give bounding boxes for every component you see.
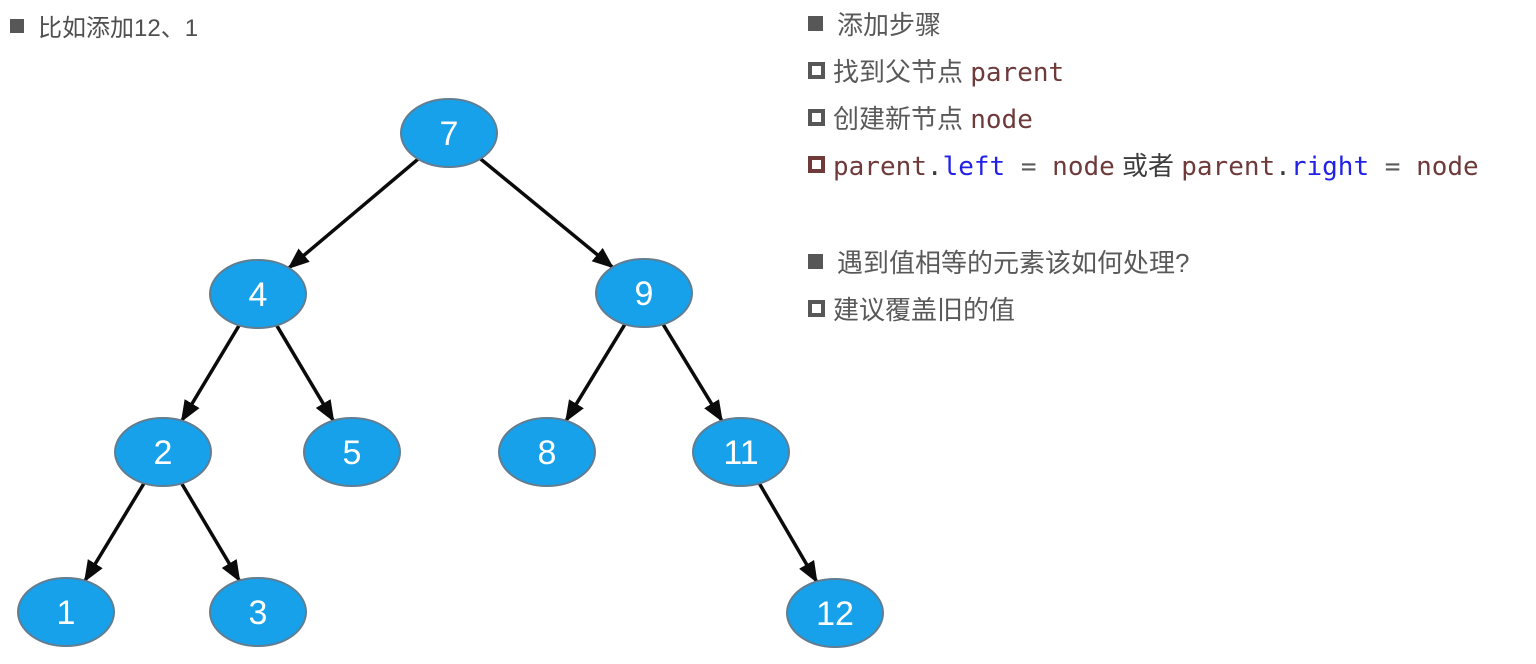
tree-node-ellipse	[692, 417, 790, 487]
text-segment: 添加步骤	[837, 10, 942, 40]
tree-node-label: 2	[154, 434, 173, 472]
tree-node-ellipse	[17, 577, 115, 647]
text-segment: =	[1369, 152, 1417, 182]
list-item-text: 建议覆盖旧的值	[833, 290, 1015, 327]
tree-node-label: 1	[57, 594, 76, 632]
list-item-text: 遇到值相等的元素该如何处理?	[837, 243, 1189, 280]
tree-node-label: 11	[723, 434, 758, 472]
tree-node-ellipse	[400, 98, 498, 168]
text-segment: =	[1005, 152, 1053, 182]
tree-node-ellipse	[786, 578, 884, 648]
tree-node-3: 3	[209, 577, 307, 647]
tree-node-12: 12	[786, 578, 884, 648]
square-bullet-icon	[10, 18, 24, 33]
tree-node-4: 4	[209, 259, 307, 329]
tree-node-label: 8	[538, 434, 557, 472]
left-title-text: 比如添加12、1	[38, 15, 199, 42]
tree-node-7: 7	[400, 98, 498, 168]
list-item-text: parent.left = node 或者 parent.right = nod…	[833, 146, 1479, 183]
tree-edge-4-5	[275, 324, 335, 423]
square-bullet-icon	[808, 254, 823, 269]
text-segment: right	[1290, 152, 1370, 182]
tree-edge-2-3	[180, 482, 241, 583]
tree-node-label: 4	[249, 276, 268, 314]
tree-node-label: 9	[635, 275, 654, 313]
tree-node-1: 1	[17, 577, 115, 647]
tree-edge-2-1	[83, 482, 146, 583]
square-bullet-icon	[808, 156, 825, 173]
tree-edge-7-4	[287, 157, 420, 270]
tree-node-ellipse	[209, 577, 307, 647]
list-item-overwrite-old-value: 建议覆盖旧的值	[808, 285, 1534, 332]
tree-edges	[83, 157, 819, 584]
tree-edge-9-11	[661, 323, 724, 423]
tree-edge-4-2	[180, 324, 241, 423]
text-segment: left	[942, 152, 1006, 182]
tree-node-5: 5	[303, 417, 401, 487]
text-segment: .	[926, 152, 943, 182]
list-item-text: 添加步骤	[837, 5, 941, 42]
tree-node-label: 12	[816, 595, 854, 633]
square-bullet-icon	[808, 16, 823, 31]
text-segment: 找到父节点	[833, 57, 971, 87]
tree-edge-11-12	[757, 482, 819, 584]
text-segment: node	[970, 105, 1033, 135]
tree-node-2: 2	[114, 417, 212, 487]
tree-node-label: 5	[343, 434, 362, 472]
list-item-assign-code: parent.left = node 或者 parent.right = nod…	[808, 141, 1534, 188]
list-item-create-node: 创建新节点 node	[808, 94, 1534, 141]
text-segment: .	[1275, 152, 1291, 182]
square-bullet-icon	[808, 300, 825, 317]
tree-node-ellipse	[498, 417, 596, 487]
tree-node-ellipse	[595, 258, 693, 328]
text-segment: node	[1416, 152, 1479, 182]
tree-node-9: 9	[595, 258, 693, 328]
tree-node-ellipse	[209, 259, 307, 329]
list-item-find-parent: 找到父节点 parent	[808, 47, 1534, 94]
text-segment: parent	[1181, 152, 1276, 182]
text-segment: parent	[833, 152, 927, 182]
text-segment: node	[1052, 152, 1115, 182]
list-gap	[808, 188, 1534, 238]
list-item-add-steps: 添加步骤	[808, 0, 1534, 47]
text-segment: 或者	[1114, 151, 1182, 181]
tree-node-ellipse	[114, 417, 212, 487]
list-item-text: 找到父节点 parent	[833, 52, 1064, 89]
tree-node-ellipse	[303, 417, 401, 487]
text-segment: 遇到值相等的元素该如何处理?	[837, 248, 1190, 278]
text-segment: 建议覆盖旧的值	[833, 295, 1016, 325]
list-item-text: 创建新节点 node	[833, 99, 1033, 136]
square-bullet-icon	[808, 62, 825, 79]
tree-edge-9-8	[564, 323, 627, 423]
tree-node-label: 7	[440, 115, 459, 153]
right-list: 添加步骤 找到父节点 parent 创建新节点 node parent.left…	[808, 0, 1534, 332]
text-segment: 创建新节点	[833, 104, 971, 134]
tree-node-11: 11	[692, 417, 790, 487]
left-title: 比如添加12、1	[10, 2, 198, 49]
list-item-equal-values-question: 遇到值相等的元素该如何处理?	[808, 238, 1534, 285]
tree-edge-7-9	[479, 157, 614, 269]
tree-node-8: 8	[498, 417, 596, 487]
tree-node-label: 3	[249, 594, 268, 632]
text-segment: parent	[970, 58, 1065, 88]
square-bullet-icon	[808, 109, 825, 126]
